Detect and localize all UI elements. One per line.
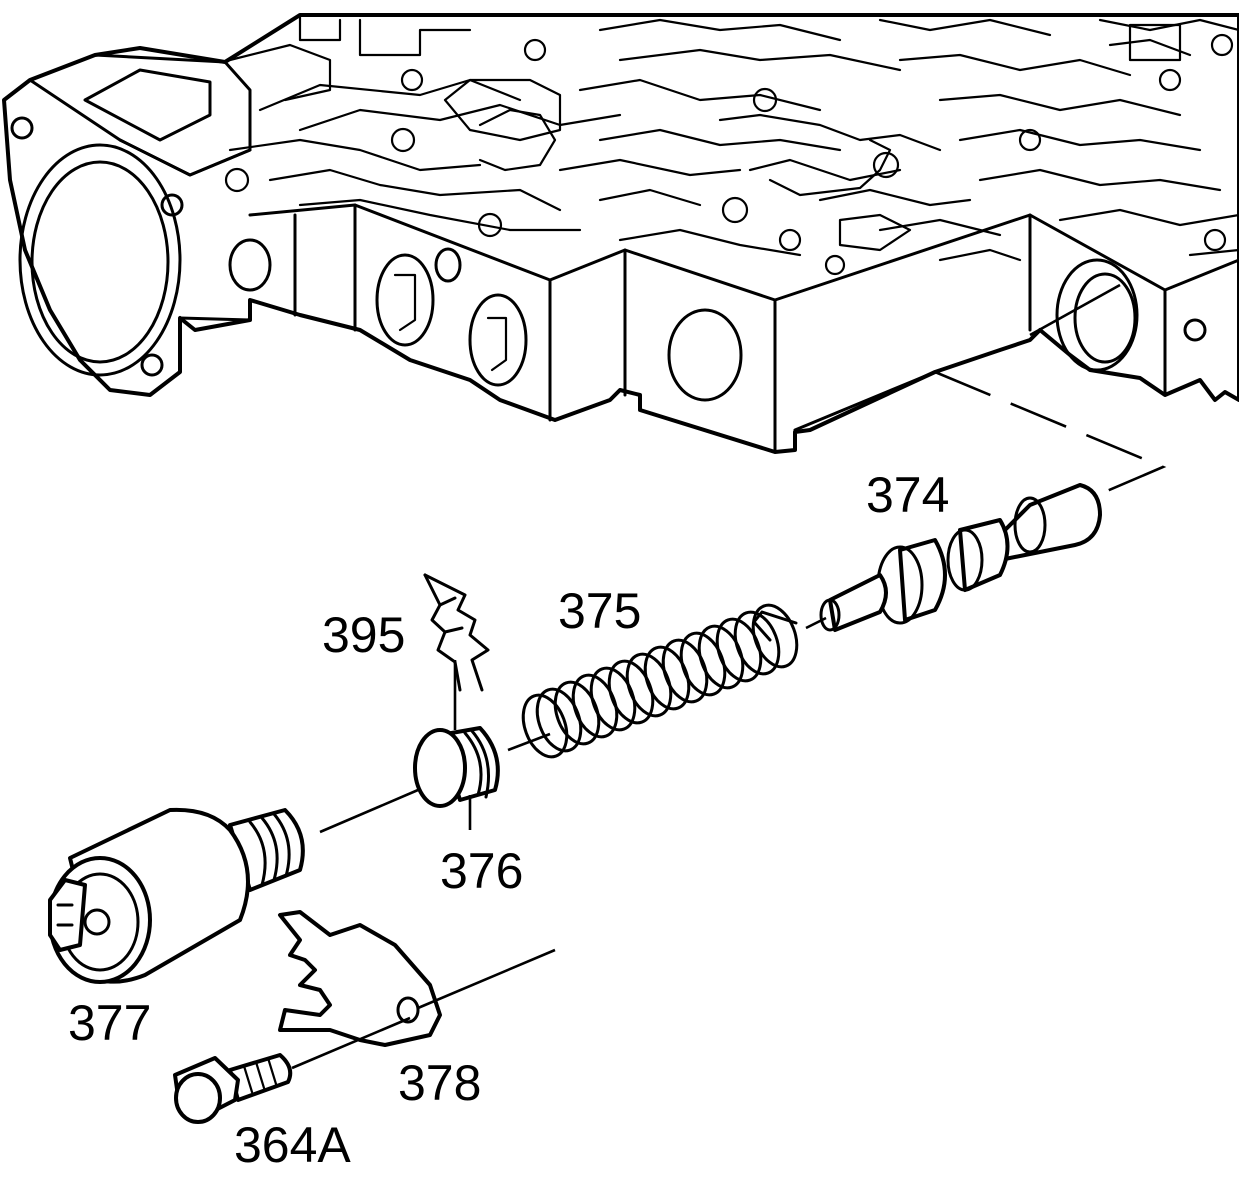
callout-labels: 374 375 395 376 377 378 364A [68, 467, 949, 1173]
callout-377: 377 [68, 995, 151, 1051]
callout-376: 376 [440, 843, 523, 899]
part-376-bore-plug [319, 726, 500, 834]
callout-364a: 364A [234, 1117, 351, 1173]
valve-body [2, 13, 1239, 454]
callout-395: 395 [322, 607, 405, 663]
callout-375: 375 [558, 583, 641, 639]
callout-378: 378 [398, 1055, 481, 1111]
part-377-solenoid [48, 807, 305, 984]
part-375-spring [521, 603, 827, 759]
valve-body-channels [224, 13, 1239, 276]
valve-body-side-faces [228, 203, 1239, 454]
part-378-solenoid-retainer [278, 910, 556, 1047]
part-374-valve [819, 483, 1102, 632]
callout-374: 374 [866, 467, 949, 523]
part-395-retainer-clip [423, 573, 490, 730]
part-364a-bolt [173, 1016, 411, 1124]
leader-375-376 [507, 732, 551, 752]
valve-body-left-housing [10, 53, 252, 377]
assembly-path-line [934, 283, 1167, 496]
